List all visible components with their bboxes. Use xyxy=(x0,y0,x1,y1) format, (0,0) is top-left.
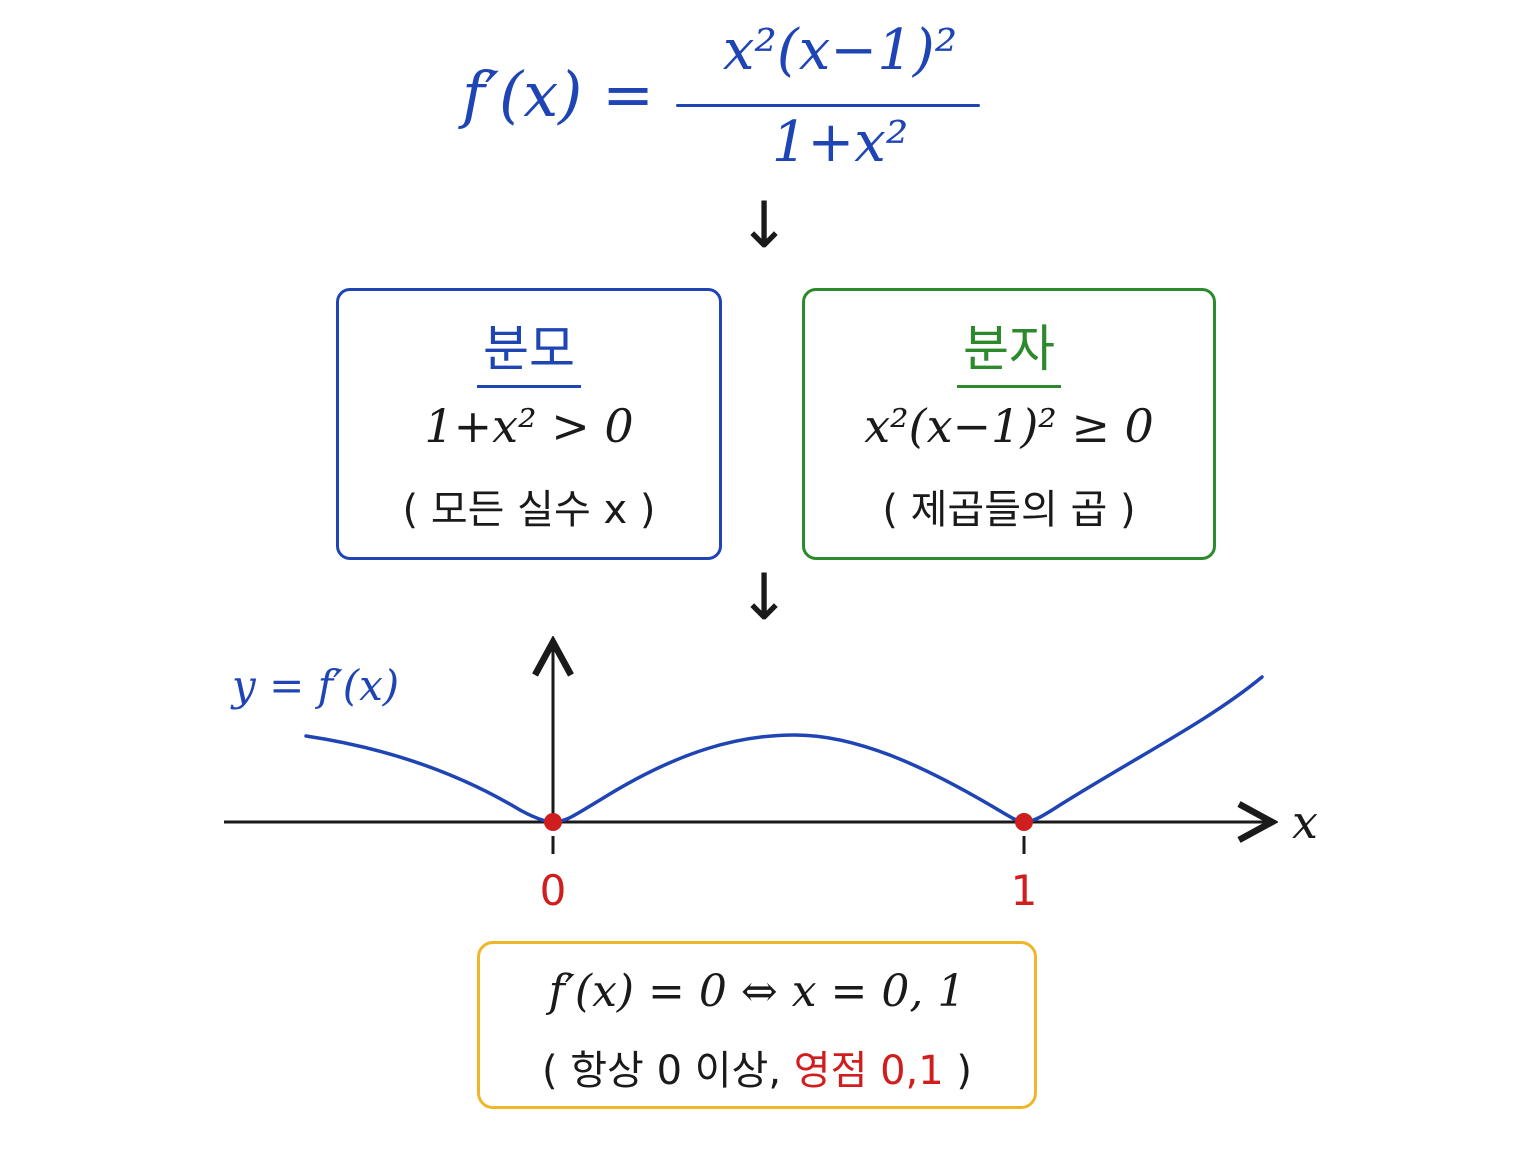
fraction-bar xyxy=(676,104,980,107)
denominator-note: ( 모든 실수 x ) xyxy=(402,487,656,533)
curve-label: y = f′(x) xyxy=(230,661,399,710)
formula-numerator: x²(x−1)² xyxy=(722,18,958,83)
formula-denominator: 1+x² xyxy=(771,110,909,175)
numerator-expression: x²(x−1)² ≥ 0 xyxy=(864,399,1154,453)
down-arrow-icon: ↓ xyxy=(737,189,791,263)
summary-box: f′(x) = 0 ⇔ x = 0, 1 ( 항상 0 이상, 영점 0,1 ) xyxy=(477,941,1037,1109)
numerator-title: 분자 xyxy=(805,309,1213,388)
denominator-title: 분모 xyxy=(339,309,719,388)
summary-note-prefix: ( 항상 0 이상, xyxy=(541,1048,794,1094)
zero-point-0 xyxy=(544,813,562,831)
numerator-note: ( 제곱들의 곱 ) xyxy=(882,487,1136,533)
summary-note: ( 항상 0 이상, 영점 0,1 ) xyxy=(480,1038,1034,1096)
derivative-curve xyxy=(304,675,1264,824)
denominator-expression: 1+x² > 0 xyxy=(424,399,634,453)
zero-label-1: 1 xyxy=(1011,866,1038,915)
formula-lhs: f′(x) = xyxy=(462,58,655,131)
denominator-box: 분모 1+x² > 0 ( 모든 실수 x ) xyxy=(336,288,722,560)
summary-note-suffix: ) xyxy=(943,1048,973,1094)
x-axis-label: x xyxy=(1292,795,1318,849)
zero-point-1 xyxy=(1015,813,1033,831)
down-arrow-icon: ↓ xyxy=(737,561,791,635)
summary-equivalence: f′(x) = 0 ⇔ x = 0, 1 xyxy=(548,966,966,1017)
summary-zeros-highlight: 영점 0,1 xyxy=(793,1048,944,1094)
graph: 0 1 x y = f′(x) xyxy=(224,600,1318,915)
zero-label-0: 0 xyxy=(540,866,567,915)
numerator-box: 분자 x²(x−1)² ≥ 0 ( 제곱들의 곱 ) xyxy=(802,288,1216,560)
